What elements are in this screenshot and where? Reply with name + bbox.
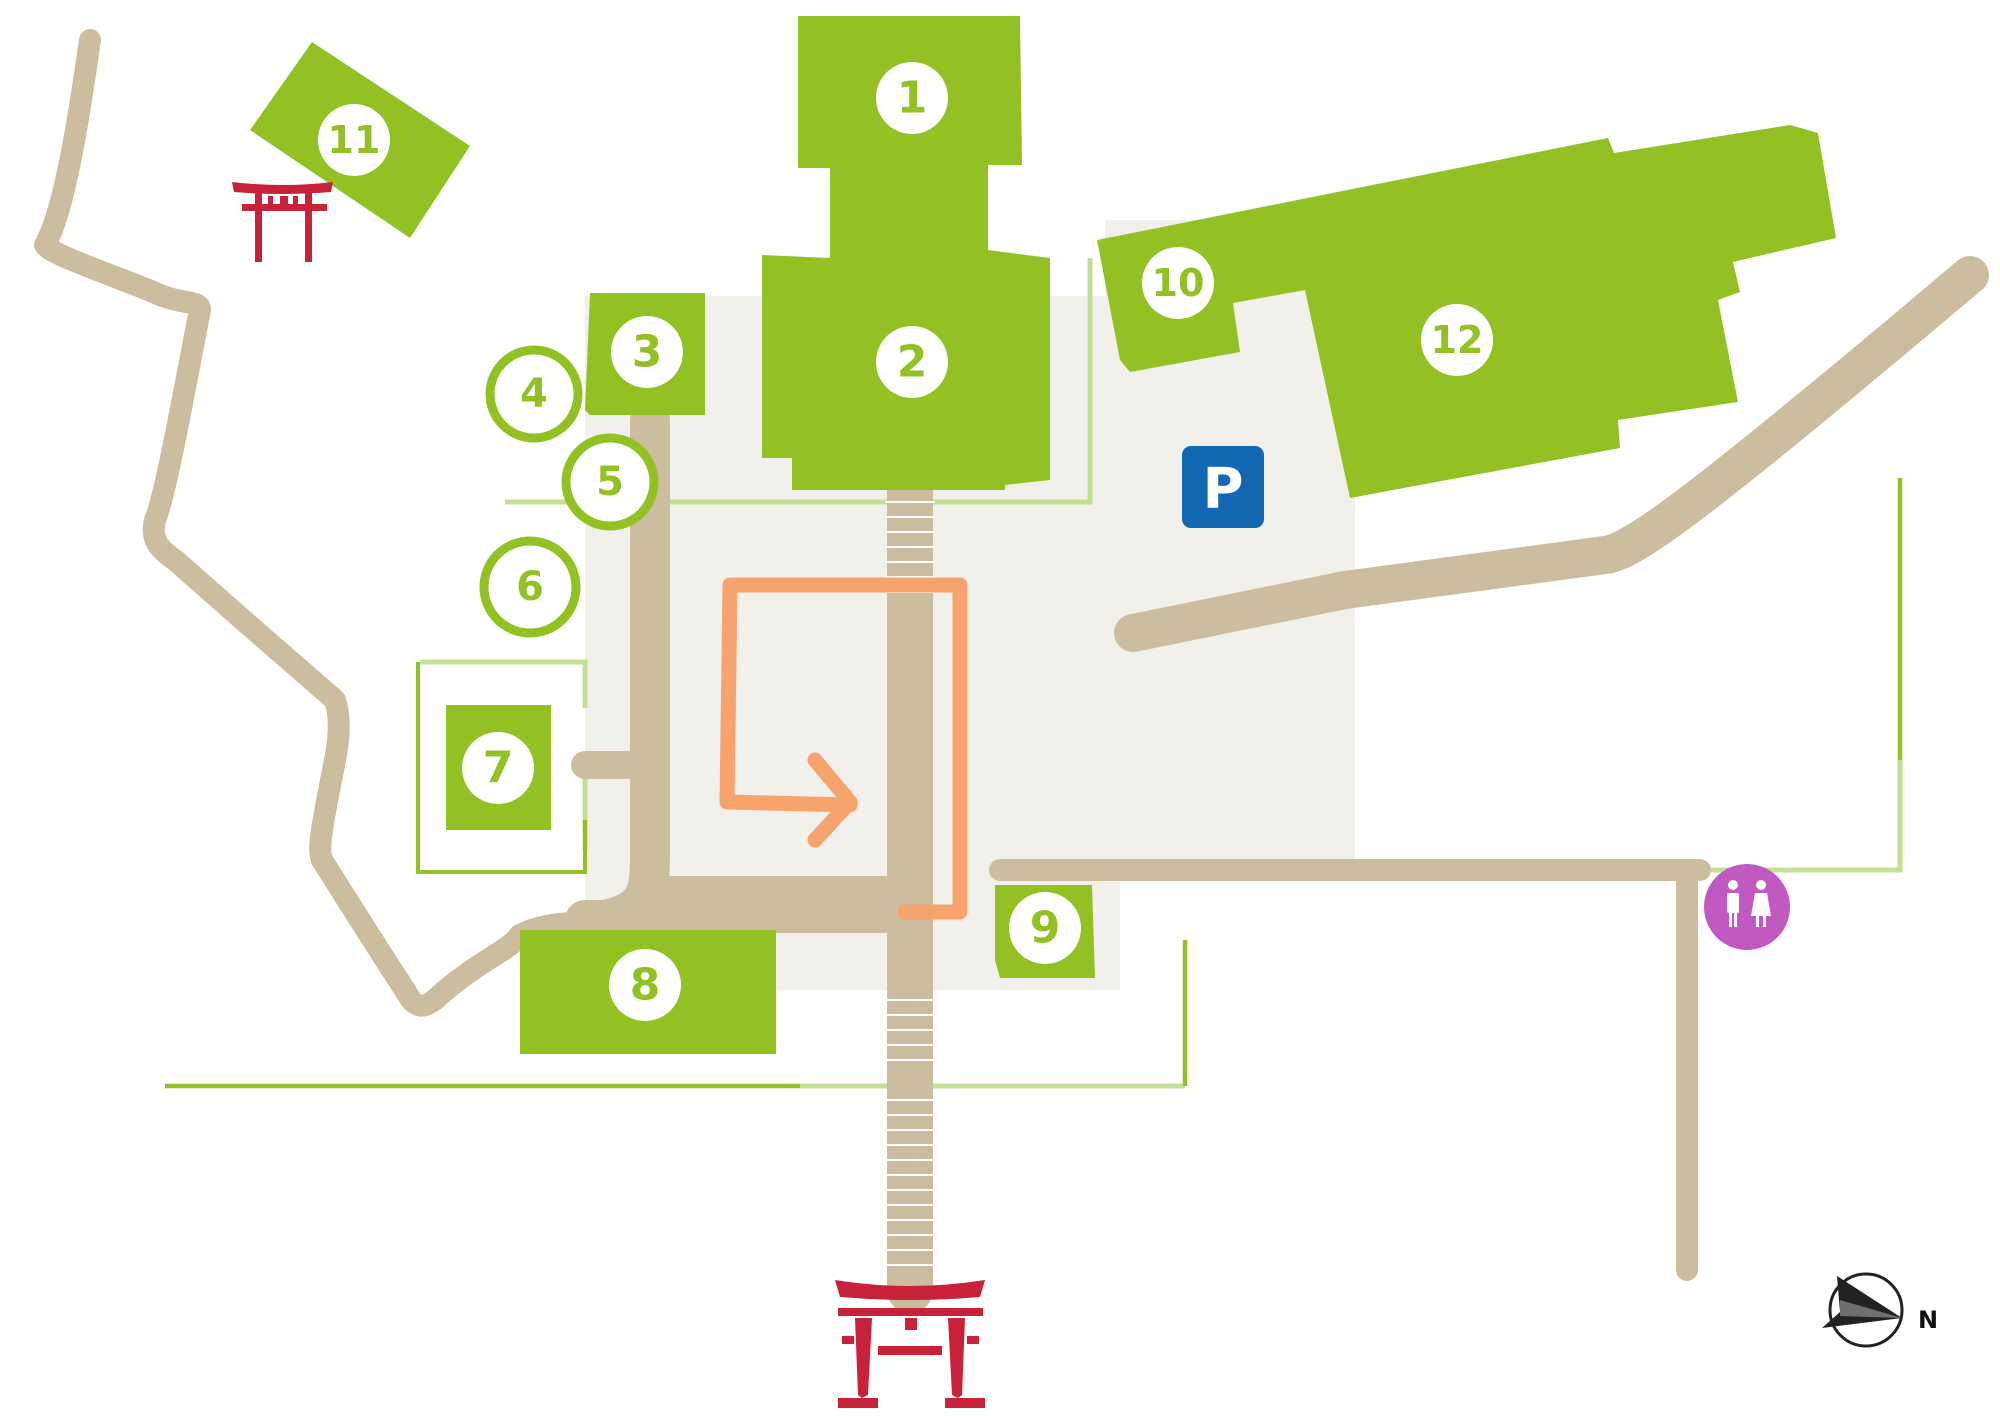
marker-4[interactable]: 4	[485, 345, 583, 443]
svg-text:1: 1	[897, 73, 928, 124]
marker-2[interactable]: 2	[876, 326, 948, 398]
svg-text:3: 3	[632, 327, 663, 378]
compass-icon: N	[1822, 1272, 1938, 1348]
building-1[interactable]	[762, 16, 1050, 490]
svg-text:6: 6	[516, 564, 544, 610]
marker-7[interactable]: 7	[462, 732, 534, 804]
svg-text:10: 10	[1152, 261, 1205, 305]
route-arrow	[719, 577, 968, 920]
plaza-area	[585, 220, 1355, 990]
marker-3[interactable]: 3	[611, 316, 683, 388]
torii-gate-main-icon	[835, 1280, 985, 1408]
svg-text:8: 8	[630, 960, 661, 1011]
stairs-lower	[885, 999, 935, 1266]
green-lines	[165, 478, 1902, 1088]
svg-text:P: P	[1202, 457, 1243, 522]
svg-text:11: 11	[328, 118, 381, 162]
marker-6[interactable]: 6	[479, 536, 581, 638]
svg-text:12: 12	[1431, 318, 1484, 362]
svg-text:2: 2	[897, 337, 928, 388]
parking-icon[interactable]: P	[1182, 446, 1264, 528]
marker-10[interactable]: 10	[1142, 247, 1214, 319]
marker-5[interactable]: 5	[561, 433, 659, 531]
marker-8[interactable]: 8	[609, 949, 681, 1021]
svg-text:5: 5	[596, 459, 624, 505]
walking-paths	[34, 29, 1989, 1313]
marker-1[interactable]: 1	[876, 62, 948, 134]
marker-9[interactable]: 9	[1009, 892, 1081, 964]
restroom-icon[interactable]	[1704, 864, 1790, 950]
marker-11[interactable]: 11	[318, 104, 390, 176]
svg-text:N: N	[1918, 1306, 1938, 1334]
svg-text:7: 7	[483, 743, 514, 794]
marker-12[interactable]: 12	[1421, 304, 1493, 376]
svg-text:4: 4	[520, 371, 548, 417]
torii-gate-small-icon	[232, 182, 333, 262]
svg-text:9: 9	[1030, 903, 1061, 954]
